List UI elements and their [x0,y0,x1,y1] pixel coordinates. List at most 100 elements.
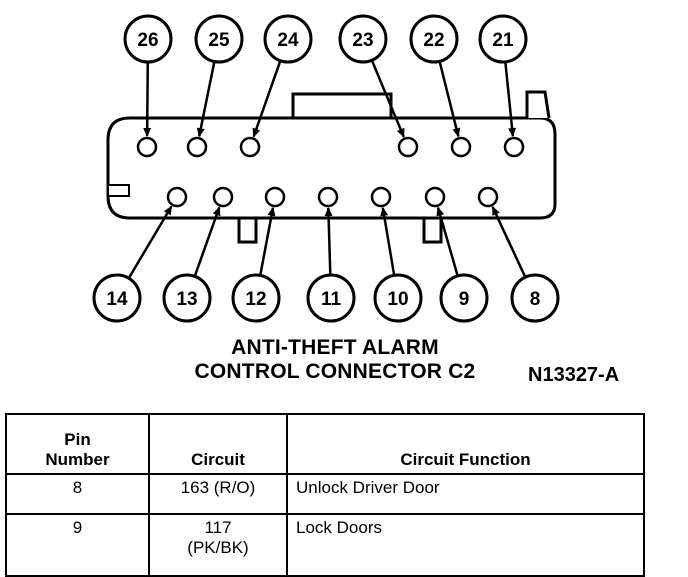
pin-14-arrowhead [163,205,172,216]
pin-12-arrowhead [267,206,276,217]
diagram-caption-line1: ANTI-THEFT ALARM [231,336,439,359]
header-circuit: Circuit [148,413,288,475]
pin-24-leader-line [252,60,282,138]
cell-pin: 9 [5,513,150,577]
pin-13-leader-line [193,206,221,277]
pin-callout-circle [478,14,528,64]
pin-callout-label: 22 [423,30,444,51]
pin-callout-label: 13 [176,289,197,310]
pin-callout-label: 21 [492,30,514,51]
pin-callout-circle [194,14,244,64]
pin-23-leader-line [370,59,405,138]
pin-callout-circle [162,273,212,323]
pin-callout-label: 26 [137,30,158,51]
pin-11-arrowhead [324,206,333,217]
diagram-caption-line2: CONTROL CONNECTOR C2 [194,360,476,383]
pin-14-socket [166,186,188,208]
figure-reference-code: N13327-A [528,364,620,386]
pin-callout-circle [338,14,388,64]
pin-9-leader-line [436,207,459,277]
pin-callout-9: 9 [439,273,489,323]
cell-circuit-line1: 117 [204,518,232,537]
pin-callout-circle [409,14,459,64]
pin-callout-label: 9 [459,289,470,310]
header-number-label: Number [45,450,110,469]
pin-callout-circle [123,14,173,64]
pin-8-arrowhead [492,206,500,216]
pin-12-socket [264,186,286,208]
pin-callout-12: 12 [231,273,281,323]
pin-11-socket [317,186,339,208]
pin-10-arrowhead [380,206,389,217]
pin-callout-14: 14 [92,273,142,323]
connector-diagram: 26 25 24 23 22 21 14 13 12 11 10 9 8 [92,14,560,323]
pin-callout-label: 11 [321,289,342,310]
pin-callout-circle [439,273,489,323]
pin-callout-8: 8 [510,273,560,323]
pin-10-leader-line [381,207,396,276]
pin-callout-circle [231,273,281,323]
pin-callout-26: 26 [123,14,173,64]
pin-13-arrowhead [212,206,221,217]
pin-callout-24: 24 [263,14,313,64]
header-circuit-function: Circuit Function [286,413,645,475]
pin-26-socket [136,136,158,158]
pin-25-leader-line [197,61,216,137]
pin-callout-10: 10 [373,273,423,323]
pin-9-arrowhead [436,206,445,217]
pin-10-socket [370,186,392,208]
pin-14-leader-line [127,205,173,279]
pin-callout-circle [263,14,313,64]
pin-function-table: Pin Number Circuit Circuit Function 8 16… [5,413,645,577]
table-header-row: Pin Number Circuit Circuit Function [5,413,645,475]
pin-callout-label: 25 [208,30,230,51]
pin-13-socket [212,186,234,208]
pin-24-arrowhead [252,127,261,138]
cell-function: Unlock Driver Door [286,473,645,515]
header-pin-label: Pin [64,430,91,449]
cell-pin: 8 [5,473,150,515]
pin-21-arrowhead [508,127,517,138]
pin-25-socket [186,136,208,158]
pin-24-socket [239,136,261,158]
table-row: 9 117 (PK/BK) Lock Doors [5,513,645,577]
table-row: 8 163 (R/O) Unlock Driver Door [5,473,645,515]
pin-26-arrowhead [143,127,152,138]
pin-callout-label: 23 [352,30,373,51]
pin-callout-label: 12 [245,289,266,310]
pin-12-leader-line [259,207,275,276]
pin-callout-label: 24 [277,30,299,51]
pin-callout-circle [510,273,560,323]
connector-body [106,90,557,244]
pin-callout-label: 10 [387,289,408,310]
pin-23-arrowhead [397,127,405,138]
pin-23-socket [397,136,419,158]
pin-25-arrowhead [196,127,205,138]
pin-21-leader-line [504,61,515,137]
pin-callout-circle [373,273,423,323]
pin-11-leader-line [327,207,332,276]
pin-8-socket [477,186,499,208]
pin-8-leader-line [491,206,527,278]
pin-callout-label: 14 [106,289,128,310]
pin-callout-23: 23 [338,14,388,64]
cell-function: Lock Doors [286,513,645,577]
pin-21-socket [503,136,525,158]
cell-circuit-line2: (PK/BK) [187,538,249,557]
pin-callout-label: 8 [530,289,541,310]
pin-callout-25: 25 [194,14,244,64]
pin-callout-circle [92,273,142,323]
pin-callout-22: 22 [409,14,459,64]
pin-9-socket [424,186,446,208]
pin-callout-11: 11 [306,273,356,323]
pin-22-socket [450,136,472,158]
pin-22-arrowhead [452,127,461,138]
header-pin-number: Pin Number [5,413,150,475]
pin-26-leader-line [145,61,150,137]
pin-callout-21: 21 [478,14,528,64]
pin-callout-13: 13 [162,273,212,323]
cell-circuit: 117 (PK/BK) [148,513,288,577]
cell-circuit: 163 (R/O) [148,473,288,515]
pin-22-leader-line [438,61,460,137]
pin-callout-circle [306,273,356,323]
